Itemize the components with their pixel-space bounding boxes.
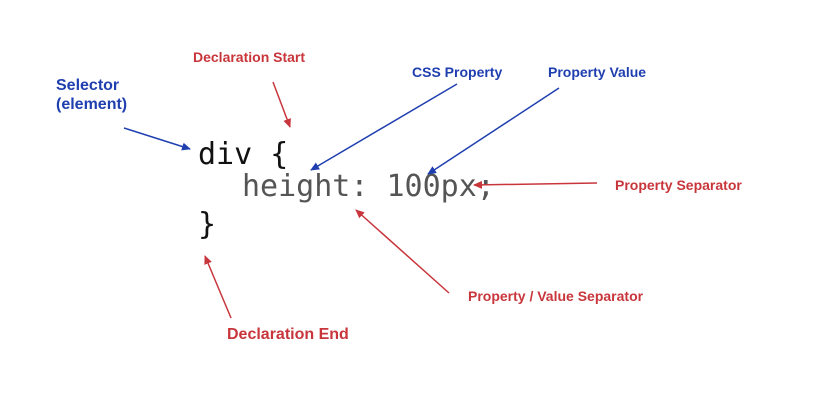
arrow-property-value <box>427 87 560 175</box>
label-property-value-separator: Property / Value Separator <box>468 288 644 304</box>
arrow-property-value-separator <box>355 209 450 294</box>
label-selector-line1: Selector <box>56 77 120 94</box>
label-property-value: Property Value <box>548 64 647 80</box>
label-css-property: CSS Property <box>412 64 503 80</box>
code-line-closing-brace: } <box>198 207 217 242</box>
label-selector-line2: (element) <box>56 96 128 114</box>
label-selector: Selector (element) <box>56 76 127 114</box>
label-property-separator: Property Separator <box>615 177 742 193</box>
arrow-declaration-end <box>204 255 232 319</box>
arrow-property-separator <box>473 180 598 189</box>
arrow-declaration-start <box>272 81 291 128</box>
label-declaration-start: Declaration Start <box>193 49 306 65</box>
arrow-css-property <box>310 83 458 171</box>
code-line-selector: div { <box>198 137 289 172</box>
arrow-selector <box>123 127 191 151</box>
label-declaration-end: Declaration End <box>227 326 349 343</box>
